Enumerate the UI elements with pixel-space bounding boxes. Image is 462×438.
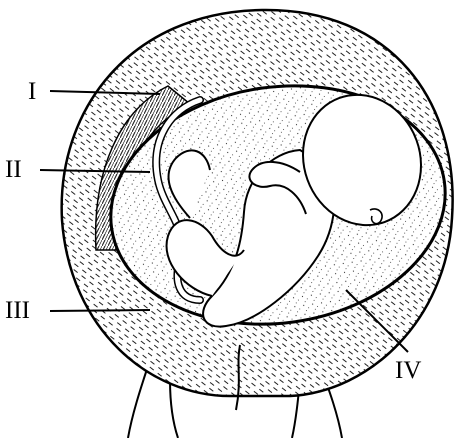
label-ii: II	[5, 156, 22, 183]
label-i: I	[28, 78, 36, 105]
label-iii: III	[5, 297, 30, 324]
label-iv: IV	[395, 357, 421, 384]
leader-line-iii	[50, 310, 150, 311]
